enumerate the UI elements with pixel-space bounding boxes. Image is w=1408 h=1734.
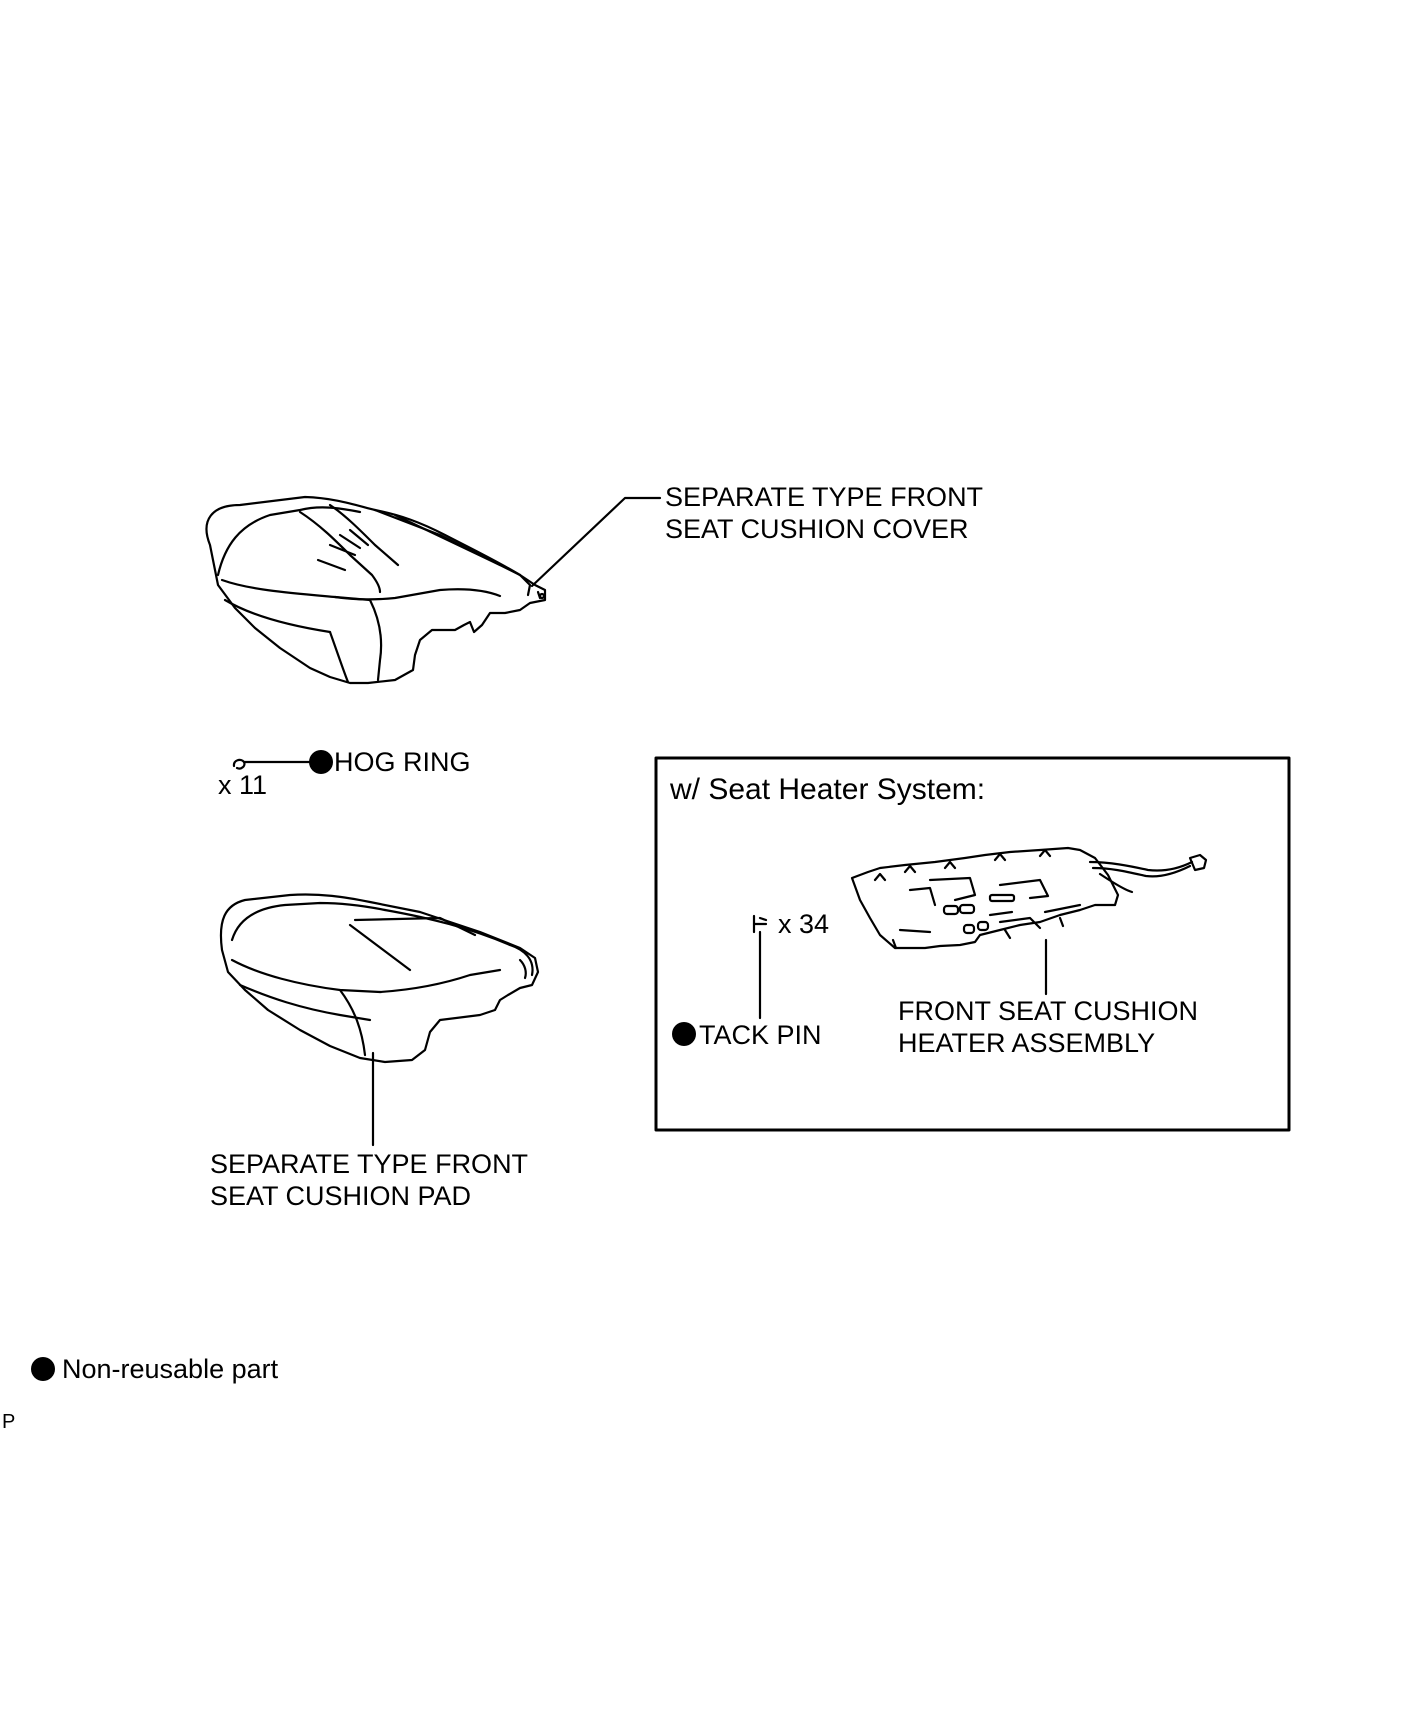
cover-label-line-1: SEPARATE TYPE FRONT xyxy=(665,482,984,512)
heater-label-line-1: FRONT SEAT CUSHION xyxy=(898,996,1199,1026)
tack-pin-icon xyxy=(752,914,768,1020)
pad-label: SEPARATE TYPE FRONT SEAT CUSHION PAD xyxy=(210,1148,528,1212)
seat-heater-system-box xyxy=(654,756,1291,1132)
tack-pin-quantity: x 34 xyxy=(778,909,830,939)
front-seat-cushion-heater-assembly-drawing xyxy=(850,846,1208,950)
tack-pin-non-reusable-marker xyxy=(672,1022,696,1046)
hog-ring-label: HOG RING xyxy=(334,747,471,777)
corner-code: P xyxy=(2,1411,16,1433)
seat-cushion-pad-drawing xyxy=(219,893,540,1064)
pad-label-line-2: SEAT CUSHION PAD xyxy=(210,1181,472,1211)
hog-ring-non-reusable-marker xyxy=(309,750,333,774)
tack-pin-label: TACK PIN xyxy=(699,1020,822,1050)
cover-label: SEPARATE TYPE FRONT SEAT CUSHION COVER xyxy=(665,481,983,545)
hog-ring-quantity: x 11 xyxy=(218,770,268,800)
heater-label-line-2: HEATER ASSEMBLY xyxy=(898,1028,1156,1058)
hog-ring-icon xyxy=(232,758,320,770)
cover-leader-line xyxy=(530,496,662,588)
legend-non-reusable-marker xyxy=(31,1357,55,1381)
pad-label-line-1: SEPARATE TYPE FRONT xyxy=(210,1149,529,1179)
heater-label: FRONT SEAT CUSHION HEATER ASSEMBLY xyxy=(898,995,1198,1059)
legend-label: Non-reusable part xyxy=(62,1354,279,1384)
cover-label-line-2: SEAT CUSHION COVER xyxy=(665,514,969,544)
seat-heater-box-title: w/ Seat Heater System: xyxy=(670,773,986,806)
seat-cushion-cover-drawing xyxy=(205,495,547,685)
